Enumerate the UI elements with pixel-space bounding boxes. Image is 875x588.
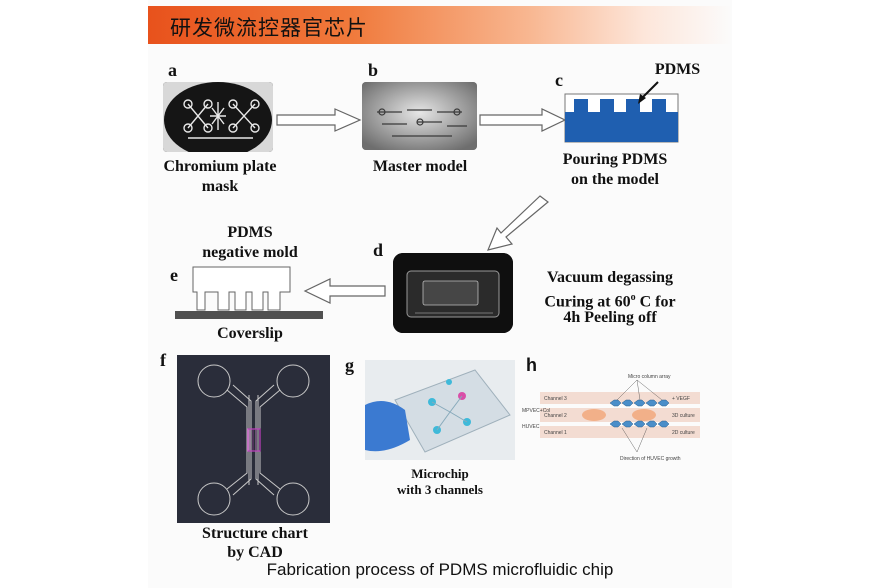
- label-micro-column: Micro column array: [628, 374, 671, 380]
- step-label-c: c: [555, 70, 563, 90]
- caption-c-line1: Pouring PDMS: [562, 151, 668, 168]
- degree-sup: o: [630, 292, 636, 303]
- cad-structure-image: [177, 355, 330, 523]
- 3d-culture-blob: [582, 409, 606, 421]
- label-2d: 2D culture: [672, 430, 695, 436]
- caption-a-line2: mask: [201, 178, 239, 195]
- pdms-pour-diagram: [564, 81, 679, 143]
- caption-c-line2: on the model: [571, 171, 659, 188]
- label-direction: Direction of HUVEC growth: [620, 456, 681, 462]
- arrow-b-to-c: [479, 108, 567, 132]
- caption-f-line2: by CAD: [227, 544, 283, 561]
- step-label-g: g: [345, 355, 354, 375]
- master-model-photo: [362, 82, 477, 150]
- caption-d-line2: Curing at 60o C for: [520, 288, 700, 312]
- step-label-a: a: [168, 60, 177, 80]
- caption-e-title-line1: PDMS: [227, 224, 273, 241]
- step-label-b: b: [368, 60, 379, 80]
- page-title: 研发微流控器官芯片: [170, 16, 368, 40]
- step-label-e: e: [170, 265, 178, 285]
- channel-schematic: Micro column array + VEGF Channel 3 Chan…: [522, 374, 700, 462]
- caption-e: Coverslip: [217, 325, 283, 342]
- arrow-d-to-e: [303, 278, 386, 304]
- label-3d: 3D culture: [672, 413, 695, 419]
- caption-g-line2: with 3 channels: [397, 482, 483, 497]
- coverslip-bar: [175, 311, 323, 319]
- figure-caption: Fabrication process of PDMS microfluidic…: [266, 560, 614, 579]
- step-label-d: d: [373, 240, 384, 260]
- caption-d-line1: Vacuum degassing: [546, 269, 674, 286]
- label-channel2: Channel 2: [544, 413, 567, 419]
- pdms-label-c: PDMS: [654, 61, 701, 78]
- label-vegf: + VEGF: [672, 396, 690, 402]
- microchip-illustration: [365, 369, 511, 453]
- arrow-c-to-d: [486, 195, 549, 251]
- step-label-f: f: [160, 350, 166, 370]
- caption-d-line2-pre: Curing at 60: [544, 293, 631, 311]
- step-label-h: h: [526, 355, 537, 375]
- degassing-photo: [393, 253, 513, 333]
- caption-f-line1: Structure chart: [202, 525, 308, 542]
- negative-mold-diagram: [175, 266, 323, 319]
- label-channel3: Channel 3: [544, 396, 567, 402]
- caption-d-line3: 4h Peeling off: [563, 309, 657, 326]
- label-channel1: Channel 1: [544, 430, 567, 436]
- label-left2: HUVEC: [522, 424, 540, 430]
- caption-a-line1: Chromium plate: [163, 158, 277, 175]
- degassing-pattern: [393, 253, 513, 333]
- title-banner: [148, 6, 732, 44]
- microchip-photo: [365, 360, 515, 460]
- chromium-plate-pattern: [163, 82, 273, 152]
- master-model-pattern: [362, 82, 477, 150]
- caption-d-line2-post: C for: [635, 293, 676, 311]
- caption-b: Master model: [372, 158, 468, 175]
- caption-e-title-line2: negative mold: [202, 244, 298, 261]
- label-left1: MPVEC+Col: [522, 408, 550, 414]
- caption-g-line1: Microchip: [411, 466, 469, 481]
- cad-channel-layout: [197, 364, 310, 516]
- arrow-a-to-b: [276, 108, 362, 132]
- chromium-plate-photo: [163, 82, 273, 152]
